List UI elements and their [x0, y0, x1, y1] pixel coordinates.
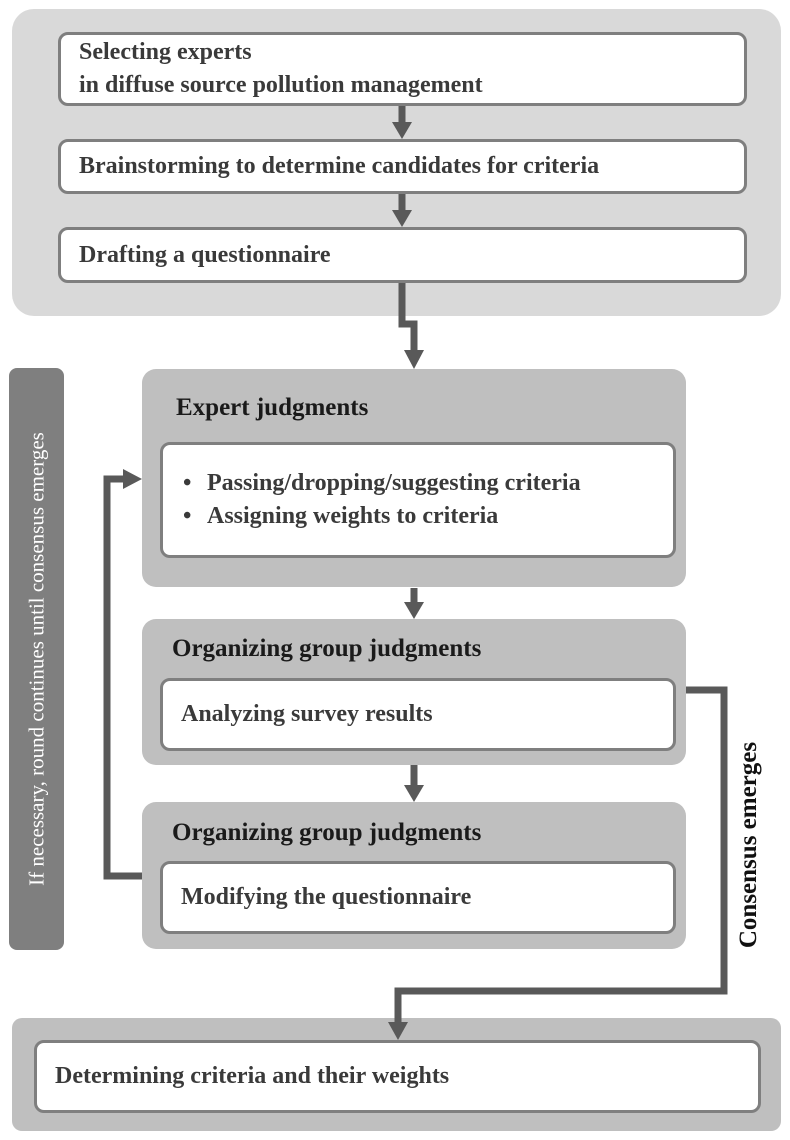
arrow-4-head [404, 602, 424, 619]
drafting-questionnaire-box: Drafting a questionnaire [58, 227, 747, 283]
consensus-label: Consensus emerges [735, 741, 762, 949]
bullet-item: Passing/dropping/suggesting criteria [181, 467, 673, 500]
selecting-experts-box: Selecting experts in diffuse source poll… [58, 32, 747, 106]
organizing-judgments-title-2: Organizing group judgments [172, 819, 482, 846]
loop-arrow-head [123, 469, 142, 489]
modifying-questionnaire-label: Modifying the questionnaire [181, 884, 472, 910]
analyzing-survey-box: Analyzing survey results [160, 678, 676, 751]
drafting-questionnaire-label: Drafting a questionnaire [79, 241, 331, 268]
expert-judgments-list: Passing/dropping/suggesting criteria Ass… [181, 467, 673, 533]
loop-sidebar: If necessary, round continues until cons… [9, 368, 64, 950]
loop-label: If necessary, round continues until cons… [24, 432, 48, 886]
determining-criteria-box: Determining criteria and their weights [34, 1040, 761, 1113]
arrow-5-head [404, 785, 424, 802]
modifying-questionnaire-box: Modifying the questionnaire [160, 861, 676, 934]
brainstorming-label: Brainstorming to determine candidates fo… [79, 153, 600, 179]
determining-criteria-label: Determining criteria and their weights [55, 1063, 450, 1089]
loop-arrow-shaft [103, 475, 142, 880]
organizing-judgments-title-1: Organizing group judgments [172, 635, 482, 662]
brainstorming-box: Brainstorming to determine candidates fo… [58, 139, 747, 194]
expert-judgments-title: Expert judgments [176, 394, 369, 421]
bullet-item: Assigning weights to criteria [181, 500, 673, 533]
arrow-3-head [404, 350, 424, 369]
selecting-experts-line2: in diffuse source pollution management [79, 72, 483, 98]
selecting-experts-line1: Selecting experts [79, 39, 252, 65]
expert-judgments-box: Passing/dropping/suggesting criteria Ass… [160, 442, 676, 558]
analyzing-survey-label: Analyzing survey results [181, 701, 433, 727]
